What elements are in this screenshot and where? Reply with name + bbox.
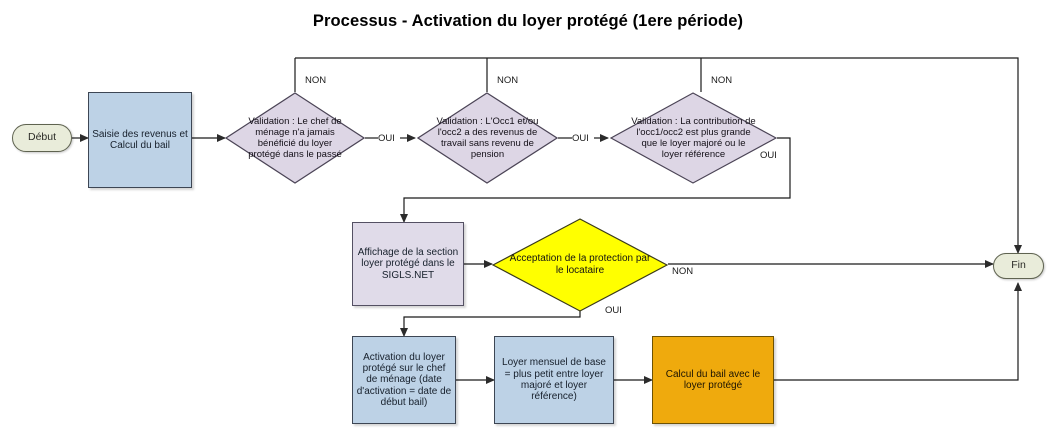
node-validation-2-label: Validation : L'Occ1 et/ou l'occ2 a des r… <box>436 115 539 161</box>
node-start[interactable]: Début <box>12 124 72 152</box>
node-validation-3-label: Validation : La contribution de l'occ1/o… <box>631 115 756 161</box>
node-saisie-revenus[interactable]: Saisie des revenus et Calcul du bail <box>88 92 192 188</box>
diamond-shape-1 <box>225 92 365 184</box>
node-affichage-section[interactable]: Affichage de la section loyer protégé da… <box>352 222 464 306</box>
node-end-label: Fin <box>1011 259 1026 272</box>
node-acceptation-protection-label: Acceptation de la protection par le loca… <box>509 253 651 276</box>
edge-accept-oui-to-activation <box>400 310 581 337</box>
node-end[interactable]: Fin <box>993 253 1044 279</box>
node-loyer-mensuel-base-label: Loyer mensuel de base = plus petit entre… <box>502 357 606 403</box>
node-validation-2[interactable]: Validation : L'Occ1 et/ou l'occ2 a des r… <box>417 92 558 184</box>
edge-label-v1-oui: OUI <box>378 133 395 144</box>
node-validation-1-label: Validation : Le chef de ménage n'a jamai… <box>248 115 342 161</box>
page-title: Processus - Activation du loyer protégé … <box>312 12 744 30</box>
node-calcul-bail-protege-label: Calcul du bail avec le loyer protégé <box>665 368 761 391</box>
edge-label-v2-non: NON <box>497 75 519 86</box>
edge-label-v3-non: NON <box>711 75 733 86</box>
node-saisie-revenus-label: Saisie des revenus et Calcul du bail <box>92 128 188 151</box>
node-affichage-section-label: Affichage de la section loyer protégé da… <box>357 246 459 281</box>
edge-label-v1-non: NON <box>305 75 327 86</box>
node-activation-loyer[interactable]: Activation du loyer protégé sur le chef … <box>352 336 456 424</box>
edge-label-accept-non: NON <box>672 266 694 277</box>
node-validation-1[interactable]: Validation : Le chef de ménage n'a jamai… <box>225 92 365 184</box>
edge-label-accept-oui: OUI <box>605 305 622 316</box>
node-activation-loyer-label: Activation du loyer protégé sur le chef … <box>356 351 452 409</box>
node-loyer-mensuel-base[interactable]: Loyer mensuel de base = plus petit entre… <box>494 336 614 424</box>
node-validation-3[interactable]: Validation : La contribution de l'occ1/o… <box>610 92 777 184</box>
node-start-label: Début <box>27 131 57 144</box>
edge-label-v3-oui: OUI <box>760 150 777 161</box>
node-calcul-bail-protege[interactable]: Calcul du bail avec le loyer protégé <box>652 336 774 424</box>
edge-label-v2-oui: OUI <box>572 133 589 144</box>
diamond-shape-accept <box>492 218 668 312</box>
edge-calcul-to-fin <box>774 282 1022 381</box>
diamond-shape-3 <box>610 92 777 184</box>
diamond-shape-2 <box>417 92 558 184</box>
node-acceptation-protection[interactable]: Acceptation de la protection par le loca… <box>492 218 668 312</box>
